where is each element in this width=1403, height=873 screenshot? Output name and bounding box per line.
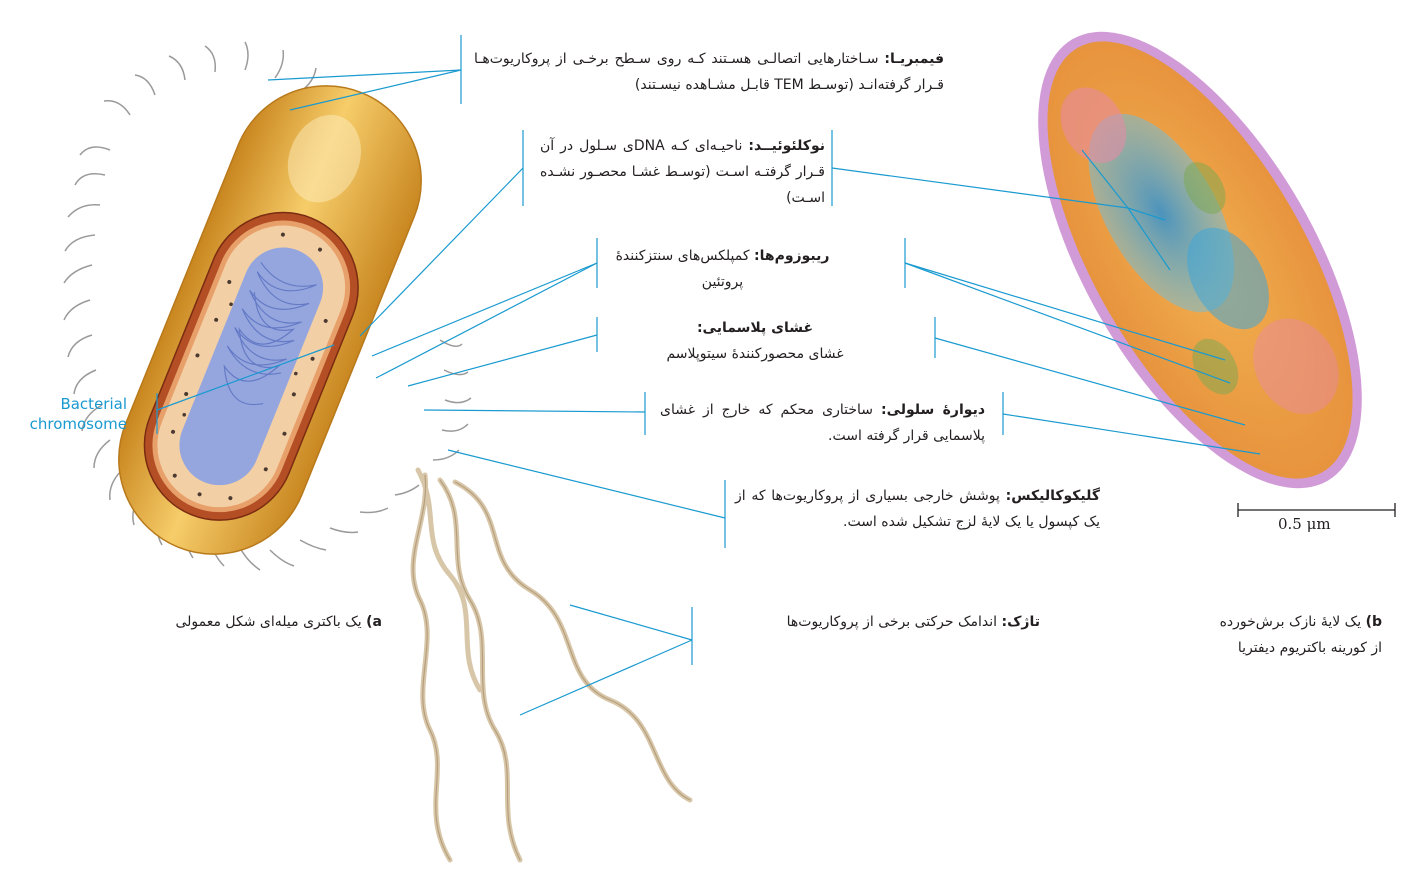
label-fimbriae-term: فیمبریـا:: [884, 51, 944, 67]
caption-b-letter: b): [1366, 614, 1382, 630]
label-fimbriae-desc: سـاختارهایی اتصالـی هسـتند کـه روی سـطح …: [474, 51, 944, 93]
label-flagella-term: تاژک:: [1001, 614, 1040, 630]
label-nucleoid: نوکلئوئیــد: ناحیـه‌ای کـه DNAی سـلول در…: [540, 133, 825, 211]
label-plasma-desc: غشای محصورکنندهٔ سیتوپلاسم: [666, 346, 843, 362]
label-ribosomes-desc: کمپلکس‌های سنتزکنندهٔ پروتئین: [616, 248, 754, 290]
caption-b-line1: یک لایهٔ نازک برش‌خورده: [1220, 614, 1366, 630]
label-nucleoid-term: نوکلئوئیــد:: [748, 138, 825, 154]
label-glycocalyx: گلیکوکالیکس: پوشش خارجی بسیاری از پروکار…: [735, 483, 1100, 535]
label-bacterial-chromosome: Bacterial chromosome: [10, 394, 127, 434]
label-ribosomes: ریبوزوم‌ها: کمپلکس‌های سنتزکنندهٔ پروتئی…: [610, 243, 835, 295]
label-glyco-term: گلیکوکالیکس:: [1006, 488, 1100, 504]
scale-bar-label: 0.5 μm: [1278, 515, 1331, 533]
chromosome-line2: chromosome: [10, 414, 127, 434]
micrograph: [973, 0, 1403, 538]
label-flagella: تاژک: اندامک حرکتی برخی از پروکاریوت‌ها: [705, 609, 1040, 635]
label-wall-term: دیوارهٔ سلولی:: [881, 402, 985, 418]
caption-b-line2: از کورینه باکتریوم دیفتریا: [1120, 635, 1382, 661]
label-fimbriae: فیمبریـا: سـاختارهایی اتصالـی هسـتند کـه…: [474, 46, 944, 98]
label-flagella-desc: اندامک حرکتی برخی از پروکاریوت‌ها: [787, 614, 1002, 630]
label-ribosomes-term: ریبوزوم‌ها:: [754, 248, 829, 264]
caption-b: b) یک لایهٔ نازک برش‌خورده از کورینه باک…: [1120, 609, 1382, 661]
label-plasma-membrane: غشای پلاسمایی: غشای محصورکنندهٔ سیتوپلاس…: [610, 315, 900, 367]
label-cell-wall: دیوارهٔ سلولی: ساختاری محکم که خارج از غ…: [660, 397, 985, 449]
label-plasma-term: غشای پلاسمایی:: [697, 320, 813, 336]
flagella: [413, 470, 690, 860]
caption-a-text: یک باکتری میله‌ای شکل معمولی: [175, 614, 366, 630]
caption-a-letter: a): [366, 614, 382, 630]
chromosome-line1: Bacterial: [10, 394, 127, 414]
caption-a: a) یک باکتری میله‌ای شکل معمولی: [100, 609, 382, 635]
